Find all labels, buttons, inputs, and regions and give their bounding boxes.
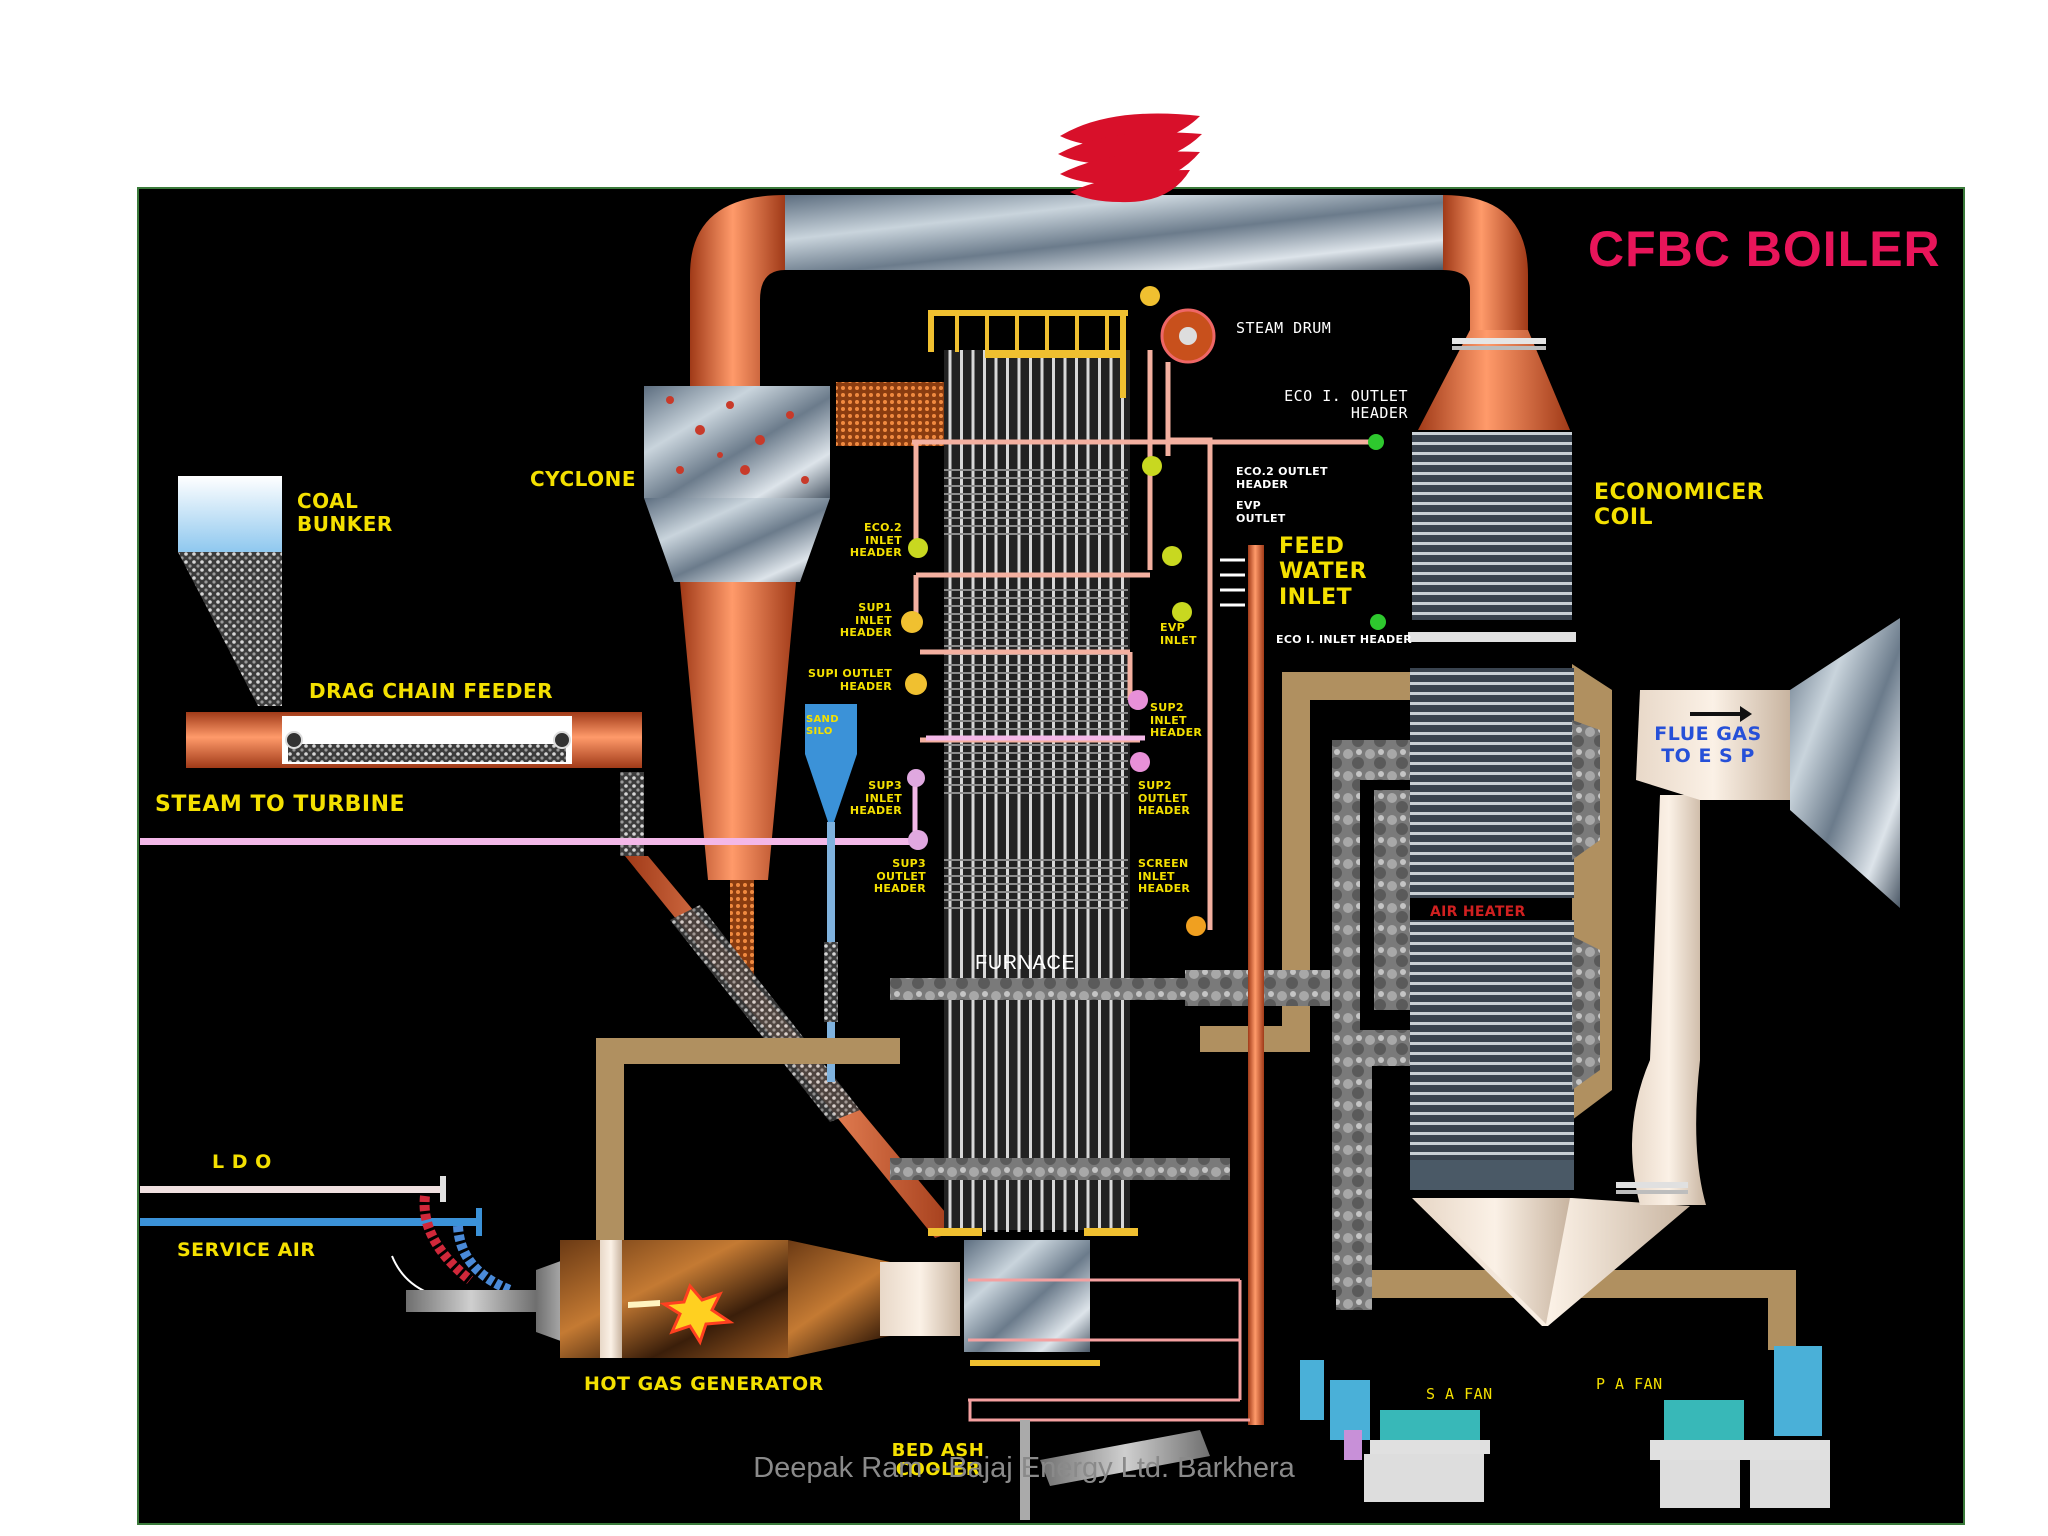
label-sup1-inlet-header: SUP1 INLET HEADER <box>839 601 892 640</box>
cyclone-cone-upper <box>644 498 830 582</box>
bed-ash-cooler <box>1040 1430 1210 1486</box>
label-sup2-outlet-header: SUP2 OUTLET HEADER <box>1138 779 1191 818</box>
label-sup1-outlet-header: SUPI OUTLET HEADER <box>808 667 892 693</box>
label-evp-outlet: EVP OUTLET <box>1236 499 1286 525</box>
label-sup2-inlet-header: SUP2 INLET HEADER <box>1150 701 1203 740</box>
sup3-inlet-header <box>907 769 925 787</box>
label-feed-water-inlet: FEED WATER INLET <box>1279 534 1368 610</box>
label-ldo: L D O <box>212 1151 272 1173</box>
label-hot-gas-generator: HOT GAS GENERATOR <box>584 1373 824 1395</box>
eco2-inlet-header <box>908 538 928 558</box>
air-heater-lower <box>1410 920 1574 1160</box>
label-economizer-coil: ECONOMICER COIL <box>1594 480 1765 531</box>
sup3-outlet-header <box>908 830 928 850</box>
sup1-outlet-header <box>905 673 927 695</box>
label-bed-ash-cooler: BED ASH COOLER <box>891 1440 985 1480</box>
furnace-bed <box>964 1240 1090 1352</box>
label-furnace: FURNACE <box>975 952 1076 974</box>
esp-inlet <box>1790 618 1900 908</box>
cyclone-top-elbow <box>690 195 785 395</box>
sa-fan <box>1300 1360 1490 1502</box>
label-screen-inlet-header: SCREEN INLET HEADER <box>1138 857 1191 896</box>
label-eco1-outlet-header: ECO I. OUTLET HEADER <box>1284 387 1408 423</box>
label-sup3-outlet-header: SUP3 OUTLET HEADER <box>873 857 926 896</box>
air-heater-upper <box>1410 668 1574 898</box>
label-sand-silo: SAND SILO <box>806 714 839 737</box>
label-air-heater: AIR HEATER <box>1430 904 1526 920</box>
screen-inlet-header <box>1186 916 1206 936</box>
coal-bunker-hopper <box>178 552 282 706</box>
label-sa-fan: S A FAN <box>1426 1385 1493 1403</box>
label-pa-fan: P A FAN <box>1596 1375 1663 1393</box>
pa-fan <box>1650 1346 1830 1508</box>
sup2-inlet-header <box>1128 690 1148 710</box>
refractory-frame-left <box>596 1038 900 1240</box>
evp-outlet-header <box>1162 546 1182 566</box>
label-flue-gas-to-esp: FLUE GAS TO E S P <box>1654 723 1762 767</box>
label-sup3-inlet-header: SUP3 INLET HEADER <box>849 779 902 818</box>
sup2-outlet-header <box>1130 752 1150 772</box>
cyclone-body <box>644 386 830 498</box>
coal-bunker-box <box>178 476 282 552</box>
flue-gas-duct <box>1632 795 1706 1205</box>
evp-inlet-header <box>1172 602 1192 622</box>
label-eco2-inlet-header: ECO.2 INLET HEADER <box>849 521 902 560</box>
economizer-coil <box>1412 432 1572 620</box>
feed-water-pipe <box>1248 545 1264 1425</box>
footer-credit: Deepak Ram - Bajaj Energy Ltd. Barkhera <box>753 1452 1295 1484</box>
diagram-title: CFBC BOILER <box>1588 221 1941 277</box>
eco1-inlet-header <box>1370 614 1386 630</box>
hot-gas-generator <box>560 1240 788 1358</box>
cyclone-inlet-duct <box>836 382 946 446</box>
label-eco1-inlet-header: ECO I. INLET HEADER <box>1276 633 1413 646</box>
ldo-line <box>140 1186 444 1193</box>
label-eco2-outlet-header: ECO.2 OUTLET HEADER <box>1236 465 1328 491</box>
top-gas-duct <box>785 195 1443 270</box>
flame <box>659 1283 735 1346</box>
eco2-outlet-header <box>1142 456 1162 476</box>
eco1-outlet-header <box>1368 434 1384 450</box>
label-service-air: SERVICE AIR <box>177 1239 316 1261</box>
label-drag-chain-feeder: DRAG CHAIN FEEDER <box>309 679 554 703</box>
economizer-transition <box>1418 330 1570 430</box>
service-air-line <box>140 1218 480 1226</box>
sup1-inlet-header <box>901 611 923 633</box>
label-cyclone: CYCLONE <box>530 467 637 491</box>
steam-to-turbine-line <box>140 838 922 845</box>
economizer-top-elbow <box>1443 195 1528 330</box>
sand-silo <box>805 704 857 754</box>
label-evp-inlet: EVP INLET <box>1160 621 1197 647</box>
label-steam-to-turbine: STEAM TO TURBINE <box>155 792 406 817</box>
label-coal-bunker: COAL BUNKER <box>297 489 393 536</box>
furnace-bottom-distributor <box>890 978 1202 1000</box>
label-steam-drum: STEAM DRUM <box>1236 319 1332 337</box>
company-logo <box>1058 113 1202 203</box>
cyclone-dipleg <box>680 582 796 880</box>
